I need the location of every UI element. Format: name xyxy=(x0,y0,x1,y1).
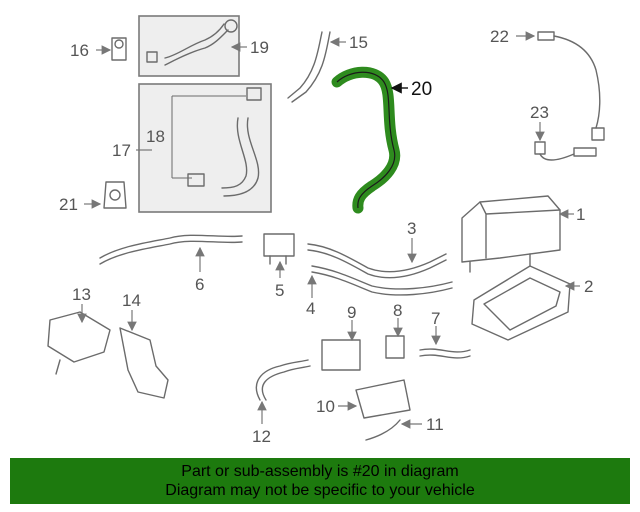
leader-lines xyxy=(77,31,580,429)
part-17-hose xyxy=(223,117,260,197)
footer-line-1: Part or sub-assembly is #20 in diagram xyxy=(181,463,459,480)
callout-4: 4 xyxy=(306,299,315,318)
callout-18: 18 xyxy=(146,127,165,146)
callout-7: 7 xyxy=(431,309,440,328)
part-2-tray xyxy=(471,265,571,341)
part-7-hose xyxy=(419,348,471,353)
callout-5: 5 xyxy=(275,281,284,300)
footer-banner: Part or sub-assembly is #20 in diagram D… xyxy=(10,458,630,504)
callout-6: 6 xyxy=(195,275,204,294)
callout-9: 9 xyxy=(347,303,356,322)
part-1-canister xyxy=(461,195,561,273)
callout-12: 12 xyxy=(252,427,271,446)
callout-11: 11 xyxy=(426,415,444,434)
part-19-group xyxy=(138,15,240,77)
callout-1: 1 xyxy=(576,205,585,224)
part-9-module xyxy=(321,339,361,371)
callout-21: 21 xyxy=(59,195,78,214)
part-10-bracket xyxy=(355,379,411,419)
part-5-valve xyxy=(263,233,295,265)
callout-10: 10 xyxy=(316,397,335,416)
part-21-icon xyxy=(103,181,127,209)
part-17-group xyxy=(138,83,272,213)
callout-15: 15 xyxy=(349,33,368,52)
part-14-bracket xyxy=(119,327,169,399)
callout-22: 22 xyxy=(490,27,509,46)
callout-16: 16 xyxy=(70,41,89,60)
callout-8: 8 xyxy=(393,301,402,320)
part-17-box xyxy=(138,83,272,213)
callout-23: 23 xyxy=(530,103,549,122)
part-11-hose xyxy=(365,419,401,441)
part-22-sensor xyxy=(537,31,605,141)
callout-13: 13 xyxy=(72,285,91,304)
part-16-icon xyxy=(111,37,127,61)
callout-20: 20 xyxy=(411,79,432,100)
callout-3: 3 xyxy=(407,219,416,238)
callout-17: 17 xyxy=(112,141,131,160)
part-12-hose xyxy=(255,359,309,401)
part-15-hose xyxy=(287,31,323,99)
part-13-solenoid xyxy=(47,311,111,375)
part-3-pipe xyxy=(307,243,447,273)
callout-19: 19 xyxy=(250,38,269,57)
parts-diagram: 16 19 15 20 18 17 21 22 23 1 2 3 4 5 6 7… xyxy=(47,15,605,446)
part-19-hose xyxy=(164,29,229,66)
callout-14: 14 xyxy=(122,291,141,310)
callout-numbers: 16 19 15 20 18 17 21 22 23 1 2 3 4 5 6 7… xyxy=(59,27,593,446)
part-20-hose xyxy=(331,66,401,214)
footer-line-2: Diagram may not be specific to your vehi… xyxy=(165,482,475,499)
callout-2: 2 xyxy=(584,277,593,296)
part-4-pipe xyxy=(311,265,453,290)
part-8-valve xyxy=(385,335,405,359)
part-23-sensor xyxy=(534,141,597,161)
part-6-line xyxy=(99,234,243,259)
